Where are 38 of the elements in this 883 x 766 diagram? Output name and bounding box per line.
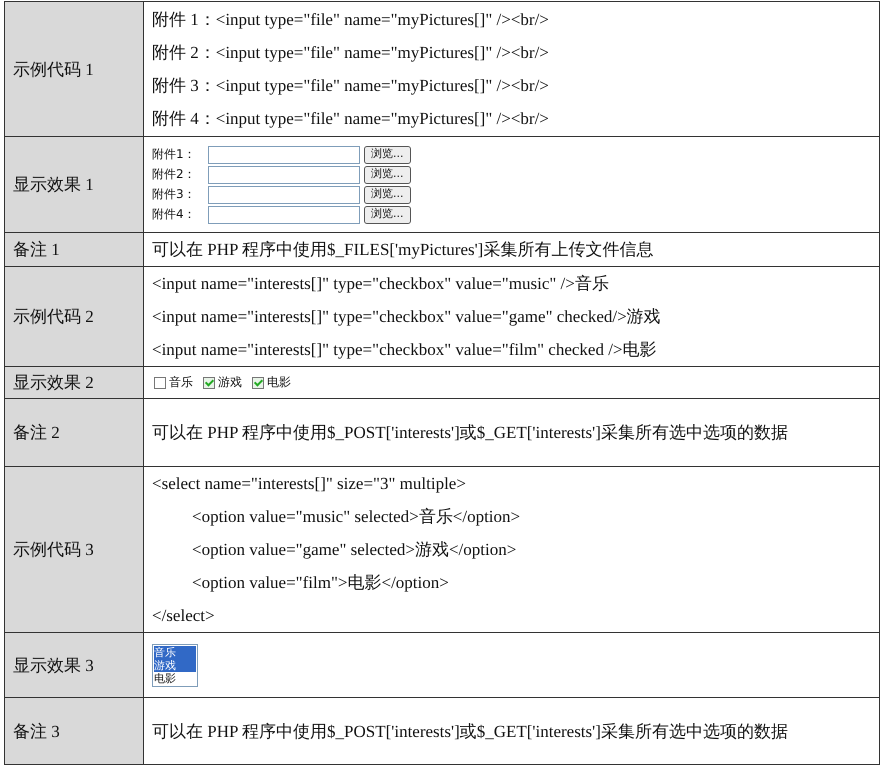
note-text: 可以在 PHP 程序中使用$_POST['interests']或$_GET['interests']采集所有选中选项的数据 (152, 422, 789, 444)
browse-button: 浏览... (364, 186, 410, 204)
field-label: 附件4： (152, 206, 197, 223)
code-line: 附件 4：<input type="file" name="myPictures[]" /><br/> (152, 102, 549, 135)
code-line: 附件 3：<input type="file" name="myPictures[]" /><br/> (152, 69, 549, 102)
code-line: </select> (152, 599, 215, 632)
row-header: 示例代码 1 (4, 2, 144, 136)
list-option: 音乐 (154, 646, 196, 658)
row-header: 备注 2 (4, 398, 144, 466)
code-line: <option value="film">电影</option> (192, 566, 449, 599)
row-header: 备注 3 (4, 698, 144, 764)
code-line: <option value="music" selected>音乐</option> (192, 500, 520, 533)
checkbox-label: 电影 (267, 375, 291, 389)
code-line: <input name="interests[]" type="checkbox" value="game" checked/>游戏 (152, 300, 661, 333)
checkbox-label: 游戏 (218, 375, 242, 389)
list-option: 电影 (154, 672, 196, 684)
code-line: <option value="game" selected>游戏</option> (192, 533, 516, 566)
field-label: 附件2： (152, 166, 197, 183)
browse-button: 浏览... (364, 146, 410, 164)
field-label: 附件3： (152, 186, 197, 203)
browse-button: 浏览... (364, 166, 410, 184)
note-text: 可以在 PHP 程序中使用$_POST['interests']或$_GET['interests']采集所有选中选项的数据 (152, 720, 789, 742)
field-label: 附件1： (152, 146, 197, 163)
code-line: <select name="interests[]" size="3" multiple> (152, 467, 466, 500)
row-header: 显示效果 2 (4, 366, 144, 398)
row-header: 显示效果 1 (4, 136, 144, 232)
checkbox-label: 音乐 (169, 375, 193, 389)
code-line: <input name="interests[]" type="checkbox" value="music" />音乐 (152, 267, 609, 300)
list-option: 游戏 (154, 658, 196, 672)
row-header: 备注 1 (4, 232, 144, 266)
code-line: 附件 1：<input type="file" name="myPictures[]" /><br/> (152, 3, 549, 36)
code-line: 附件 2：<input type="file" name="myPictures[]" /><br/> (152, 36, 549, 69)
row-header: 示例代码 2 (4, 266, 144, 366)
code-line: <input name="interests[]" type="checkbox" value="film" checked />电影 (152, 333, 657, 366)
row-header: 示例代码 3 (4, 466, 144, 632)
note-text: 可以在 PHP 程序中使用$_FILES['myPictures']采集所有上传文件信息 (152, 239, 654, 261)
browse-button: 浏览... (364, 206, 410, 224)
row-header: 显示效果 3 (4, 632, 144, 698)
